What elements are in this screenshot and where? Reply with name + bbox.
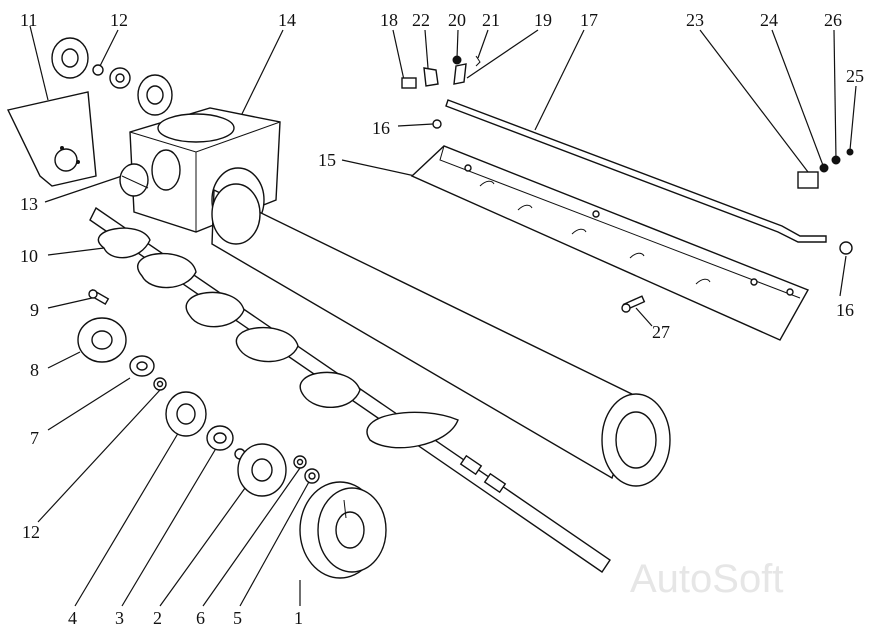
callout-15: 15 — [318, 150, 336, 170]
washer-7 — [129, 355, 155, 377]
callout-labels: 1 2 3 4 5 6 7 8 9 10 11 12 12 13 14 15 1… — [20, 10, 864, 628]
callout-21: 21 — [482, 10, 500, 30]
callout-23: 23 — [686, 10, 704, 30]
callout-18: 18 — [380, 10, 398, 30]
callout-25: 25 — [846, 66, 864, 86]
callout-20: 20 — [448, 10, 466, 30]
callout-9: 9 — [30, 300, 39, 320]
callout-8: 8 — [30, 360, 39, 380]
trough-cover-15 — [410, 145, 810, 341]
callout-12a: 12 — [110, 10, 128, 30]
ring-12 — [153, 377, 167, 391]
callout-16a: 16 — [372, 118, 390, 138]
rod-17 — [445, 99, 827, 243]
callout-5: 5 — [233, 608, 242, 628]
flange-4 — [165, 391, 207, 437]
auger-screw-10 — [89, 206, 611, 573]
pulley-1 — [299, 481, 387, 579]
callout-24: 24 — [760, 10, 778, 30]
callout-6: 6 — [196, 608, 205, 628]
callout-13: 13 — [20, 194, 38, 214]
callout-16b: 16 — [836, 300, 854, 320]
callout-2: 2 — [153, 608, 162, 628]
callout-11: 11 — [20, 10, 37, 30]
washer-3 — [206, 425, 234, 451]
bearing-flange-upper — [51, 37, 173, 116]
callout-1: 1 — [294, 608, 303, 628]
callout-4: 4 — [68, 608, 77, 628]
callout-3: 3 — [115, 608, 124, 628]
bearing-flange-8 — [77, 317, 127, 363]
leader-lines — [29, 25, 857, 607]
callout-10: 10 — [20, 246, 38, 266]
bracket-13 — [119, 163, 149, 197]
shield-plate-11 — [6, 91, 97, 187]
nut-5 — [304, 468, 320, 484]
callout-7: 7 — [30, 428, 39, 448]
callout-19: 19 — [534, 10, 552, 30]
callout-22: 22 — [412, 10, 430, 30]
nut-6 — [293, 455, 307, 469]
bolt-9 — [88, 288, 110, 306]
small-hardware — [401, 55, 854, 313]
flange-2 — [234, 443, 287, 497]
watermark-text: AutoSoft — [630, 557, 783, 601]
auger-tube — [211, 183, 671, 487]
callout-26: 26 — [824, 10, 842, 30]
callout-27: 27 — [652, 322, 670, 342]
callout-17: 17 — [580, 10, 598, 30]
callout-12b: 12 — [22, 522, 40, 542]
callout-14: 14 — [278, 10, 296, 30]
